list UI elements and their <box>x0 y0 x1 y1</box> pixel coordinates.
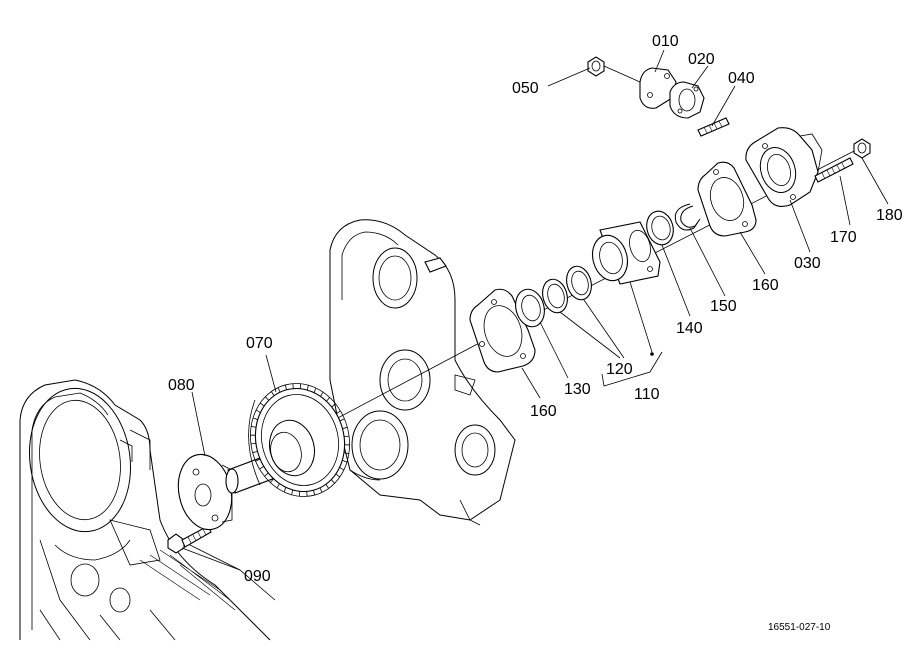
callout-050: 050 <box>512 80 539 97</box>
drawing-code: 16551-027-10 <box>768 622 831 633</box>
callout-150: 150 <box>710 298 737 315</box>
callout-030: 030 <box>794 255 821 272</box>
callout-010: 010 <box>652 33 679 50</box>
retainer-plate-080 <box>177 453 233 531</box>
callout-140: 140 <box>676 320 703 337</box>
callout-070: 070 <box>246 335 273 352</box>
callout-120: 120 <box>606 361 633 378</box>
outer-housing-030 <box>745 127 823 207</box>
stud-bolt-040 <box>697 117 730 137</box>
callout-080: 080 <box>168 377 195 394</box>
gear-shaft-housing-110 <box>591 221 661 285</box>
gasket-020 <box>669 81 705 119</box>
bolt-090 <box>167 525 212 554</box>
engine-block <box>19 379 276 641</box>
nut-180 <box>853 138 871 159</box>
callout-160-upper: 160 <box>752 277 779 294</box>
circlip-150 <box>674 203 701 231</box>
leader-lines <box>181 49 889 571</box>
idle-gear-070 <box>225 383 350 497</box>
stud-bolt-170 <box>814 157 854 183</box>
callout-130: 130 <box>564 381 591 398</box>
o-ring-140 <box>646 210 674 246</box>
gasket-160-upper <box>697 161 757 237</box>
callout-160-lower: 160 <box>530 403 557 420</box>
bushing-120b <box>566 265 592 301</box>
callout-110: 110 <box>634 386 660 403</box>
oil-seal-130 <box>515 288 545 328</box>
callout-020: 020 <box>688 51 715 68</box>
nut-050 <box>587 56 605 77</box>
gear-teeth <box>250 383 350 497</box>
callout-labels: 010 020 040 050 180 170 030 160 150 140 … <box>168 33 903 633</box>
callout-170: 170 <box>830 229 857 246</box>
gear-case-cover <box>329 219 516 526</box>
gasket-160-lower <box>469 288 536 373</box>
callout-040: 040 <box>728 70 755 87</box>
callout-180: 180 <box>876 207 903 224</box>
bushing-120a <box>542 278 568 314</box>
callout-090: 090 <box>244 568 271 585</box>
